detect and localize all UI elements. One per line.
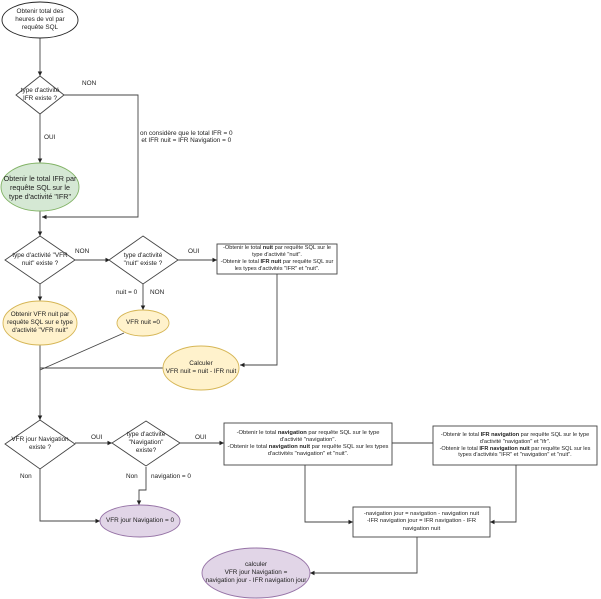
bold-term: navigation — [277, 429, 307, 436]
text-segment: -Obtenir le total — [439, 445, 480, 452]
node-line: Calculer — [189, 360, 213, 367]
edge-label-non: Non — [126, 473, 138, 480]
decision-ifr — [15, 75, 65, 115]
vfr-nuit-sql-text: Obtenir VFR nuit par requête SQL sur e t… — [7, 311, 73, 334]
text-segment: par requête SQL sur le type d'activité "… — [252, 245, 331, 259]
vfr-nuit-zero-node — [116, 309, 170, 337]
node-line: VFR jour Navigation = — [224, 569, 288, 576]
edge-label-non: NON — [75, 248, 90, 255]
text-segment: -Obtenir le total — [440, 431, 481, 438]
box-line: -Obtenir le total IFR nuit par requête S… — [218, 259, 336, 273]
text-segment: -Obtenir le total — [220, 259, 261, 265]
box-ifr-nav-text: -Obtenir le total IFR navigation par req… — [434, 426, 596, 465]
edge-label-nav-zero: navigation = 0 — [151, 473, 191, 480]
bold-term: IFR nuit — [260, 259, 282, 265]
edge-label-oui: OUI — [91, 434, 103, 441]
edge-label-non: Non — [20, 473, 32, 480]
edge-label-nuit-zero: nuit = 0 — [116, 289, 138, 296]
note-line: on considère que le total IFR = 0 — [140, 130, 233, 137]
vfr-nuit-zero-text: VFR nuit =0 — [126, 319, 160, 326]
edge-label-non: NON — [150, 289, 165, 296]
edge-label-oui: OUI — [44, 134, 56, 141]
edge-label-oui: OUI — [188, 248, 200, 255]
box-nuit-text: -Obtenir le total nuit par requête SQL s… — [218, 244, 336, 274]
decision-vfr-nuit — [4, 235, 76, 285]
box-line: -Obtenir le total IFR navigation nuit pa… — [434, 446, 596, 460]
text-segment: par requête SQL sur le type d'activité "… — [479, 431, 590, 445]
final-node — [201, 547, 311, 599]
box-nuit — [216, 243, 338, 275]
bold-term: nuit — [262, 245, 274, 252]
bold-term: navigation nuit — [268, 444, 311, 450]
edge-label-non: NON — [82, 80, 97, 87]
box-line: -Obtenir le total navigation par requête… — [225, 430, 391, 444]
decision-nuit-text: type d'activité "nuit" existe ? — [123, 252, 163, 267]
start-node — [1, 1, 79, 39]
vfr-jour-nav-zero-text: VFR jour Navigation = 0 — [105, 517, 175, 524]
decision-nav-text: type d'activité "Navigation" existe? — [126, 431, 166, 454]
box-calc-nav — [352, 506, 491, 538]
ifr-total-text: Obtenir le total IFR par requête SQL sur… — [3, 173, 77, 201]
node-line: VFR nuit = nuit - IFR nuit — [165, 368, 237, 375]
decision-ifr-text: type d'activité IFR existe ? — [20, 87, 60, 102]
decision-vfr-nuit-text: type d'activité "VFR nuit" existe ? — [12, 252, 68, 267]
box-line: -Obtenir le total IFR navigation par req… — [434, 432, 596, 446]
text-segment: par requête SQL sur le type d'activité "… — [279, 429, 380, 443]
node-line: navigation jour - IFR navigation jour — [205, 577, 307, 584]
edge — [240, 274, 278, 368]
edge — [39, 469, 100, 524]
start-text: Obtenir total des heures de vol par requ… — [15, 8, 65, 31]
edge — [136, 467, 147, 505]
vfr-jour-nav-zero-node — [99, 504, 181, 538]
text-segment: par requête SQL sur les types d'activité… — [458, 445, 591, 459]
decision-vfr-jour-nav — [4, 419, 76, 470]
edge — [39, 332, 125, 371]
text-segment: -Obtenir le total — [236, 429, 278, 436]
box-nav-text: -Obtenir le total navigation par requête… — [225, 423, 391, 465]
bold-term: IFR navigation nuit — [479, 445, 530, 452]
box-calc-nav-text: -navigation jour = navigation - navigati… — [354, 507, 489, 537]
edge — [304, 465, 353, 525]
box-line: -navigation jour = navigation - navigati… — [363, 511, 480, 518]
text-segment: -Obtenir le total — [227, 444, 269, 450]
bold-term: IFR navigation — [480, 431, 520, 438]
text-segment: -Obtenir le total — [223, 245, 263, 252]
ifr-total-node — [0, 162, 80, 212]
calc-vfr-nuit-node — [162, 345, 240, 391]
edge — [310, 537, 418, 576]
box-line: -Obtenir le total navigation nuit par re… — [225, 444, 391, 458]
box-line: -Obtenir le total nuit par requête SQL s… — [218, 245, 336, 259]
vfr-nuit-sql-node — [2, 300, 78, 346]
decision-nuit — [108, 235, 179, 285]
box-nav — [223, 422, 393, 466]
edge — [42, 94, 139, 220]
edge-label-oui: OUI — [195, 434, 207, 441]
decision-nav — [111, 420, 181, 467]
box-ifr-nav — [432, 425, 598, 466]
decision-vfr-jour-nav-text: VFR jour Navigation existe ? — [11, 436, 69, 451]
note-line: et IFR nuit = IFR Navigation = 0 — [141, 137, 232, 144]
edge — [490, 465, 517, 525]
text-segment: par requête SQL sur les types d'activité… — [267, 444, 389, 458]
box-line: -IFR navigation jour = IFR navigation - … — [366, 518, 477, 532]
node-line: calculer — [244, 561, 268, 568]
text-segment: par requête SQL sur les types d'activité… — [234, 259, 334, 272]
